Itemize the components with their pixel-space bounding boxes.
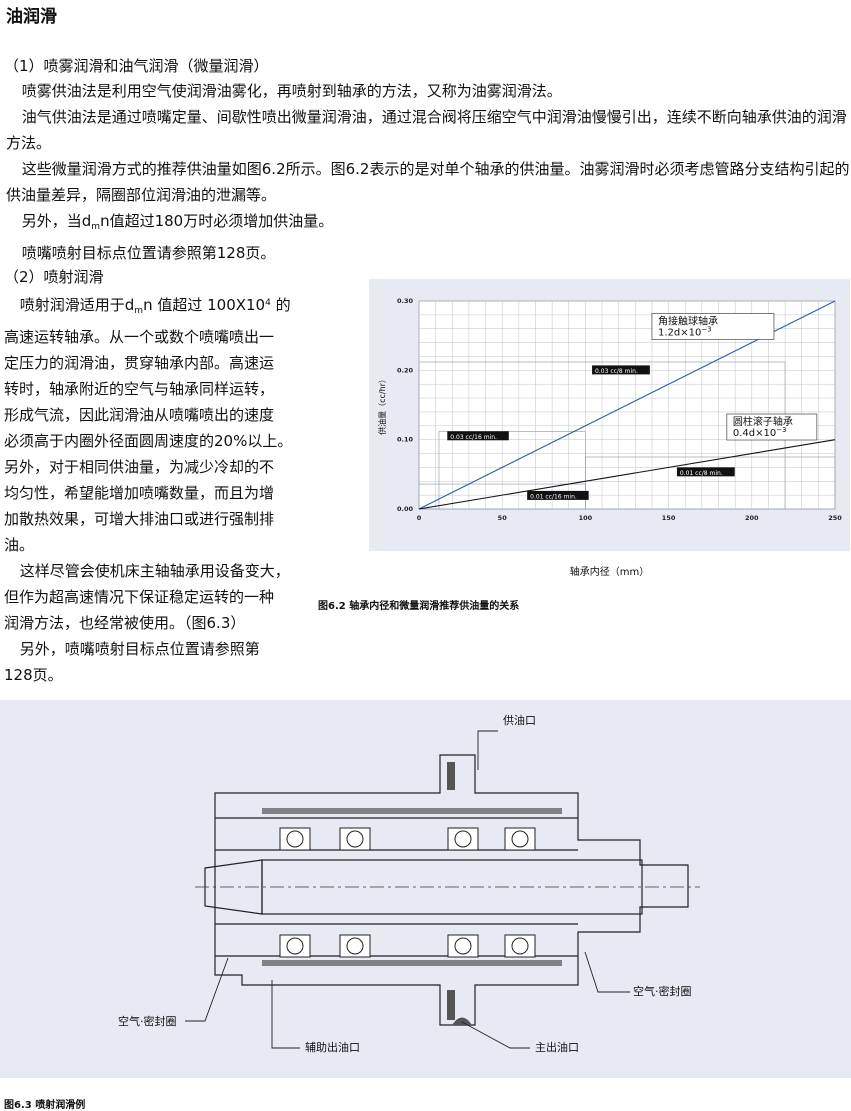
spindle-cross-section: 供油口 空气·密封圈 空气·密封圈 辅助出油口 主出油口 — [118, 713, 700, 1054]
series-name: 圆柱滚子轴承 — [733, 415, 793, 428]
section-2-line: 油。 — [4, 536, 35, 554]
main-outlet-leader — [461, 1021, 530, 1049]
annotation-label: 0.03 cc/8 min. — [595, 368, 638, 375]
oil-supply-chart: 0 50 100 150 200 250 0.00 0.10 0.20 0.30 供油量（cc/hr… — [377, 297, 842, 522]
bearing-ball — [511, 937, 529, 955]
section-2-line: 定压力的润滑油，贯穿轴承内部。高速运 — [4, 354, 275, 372]
supply-leader — [477, 730, 498, 770]
label-air-seal-right: 空气·密封圈 — [633, 984, 692, 998]
supply-pipe-hatch — [447, 762, 455, 790]
section-2-line: 转时，轴承附近的空气与轴承同样运转， — [4, 380, 275, 398]
section-2-line: 另外，喷嘴喷射目标点位置请参照第 — [19, 640, 260, 658]
series-line — [418, 439, 836, 510]
label-main-outlet: 主出油口 — [535, 1040, 579, 1054]
drain-pipe-hatch — [447, 990, 455, 1020]
section-2-line: 必须高于内圈外径面圆周速度的20%以上。 — [4, 432, 293, 450]
bearing-ball — [454, 830, 472, 848]
section-2-heading: （2）喷射润滑 — [4, 268, 104, 286]
figure-6-3-caption: 图6.3 喷射润滑例 — [4, 1100, 86, 1111]
section-1-paragraph-2: 油气供油法是通过喷嘴定量、间歇性喷出微量润滑油，通过混合阀将压缩空气中润滑油慢慢… — [6, 108, 847, 152]
annotation-label: 0.03 cc/16 min. — [450, 434, 497, 441]
bearing-ball — [346, 830, 364, 848]
series-formula: 0.4d×10−3 — [733, 426, 787, 439]
section-1-paragraph-1: 喷雾供油法是利用空气使润滑油雾化，再喷射到轴承的方法，又称为油雾润滑法。 — [21, 82, 562, 100]
main-outlet-hatch — [452, 1017, 472, 1025]
bearing-ball — [346, 937, 364, 955]
y-tick-label: 0.10 — [397, 436, 414, 444]
section-1: （1）喷雾润滑和油气润滑（微量润滑） 喷雾供油法是利用空气使润滑油雾化，再喷射到… — [4, 54, 851, 266]
chart-x-axis-label: 轴承内径（mm） — [569, 567, 650, 578]
y-tick-label: 0.00 — [397, 505, 414, 513]
annotation-box — [527, 490, 589, 500]
y-tick-label: 0.20 — [397, 366, 414, 374]
figure-6-2-caption: 图6.2 轴承内径和微量润滑推荐供油量的关系 — [318, 601, 520, 612]
x-tick-label: 100 — [579, 514, 593, 522]
section-1-paragraph-3: 这些微量润滑方式的推荐供油量如图6.2所示。图6.2表示的是对单个轴承的供油量。… — [6, 160, 850, 204]
chart-y-axis-label: 供油量（cc/hr） — [377, 375, 387, 435]
section-2: （2）喷射润滑 喷射润滑适用于dmn 值超过 100X104 的 高速运转轴承。… — [4, 264, 334, 688]
air-seal-right-leader — [584, 951, 630, 993]
annotation-box — [447, 431, 509, 441]
air-seal-left-leader — [185, 957, 229, 1022]
label-aux-outlet: 辅助出油口 — [305, 1040, 360, 1054]
bearing-ball — [286, 937, 304, 955]
x-tick-label: 250 — [828, 514, 842, 522]
section-2-line: 形成气流，因此润滑油从喷嘴喷出的速度 — [4, 406, 275, 424]
section-2-line: 这样尽管会使机床主轴轴承用设备变大， — [19, 562, 290, 580]
aux-outlet-leader — [271, 980, 300, 1049]
section-1-heading: （1）喷雾润滑和油气润滑（微量润滑） — [4, 57, 269, 75]
shaft-taper — [204, 859, 263, 915]
series-formula: 1.2d×10−3 — [658, 325, 712, 338]
section-2-line: 另外，对于相同供油量，为减少冷却的不 — [4, 458, 275, 476]
x-tick-label: 150 — [662, 514, 676, 522]
chart-panel: 0 50 100 150 200 250 0.00 0.10 0.20 0.30 供油量（cc/hr… — [369, 279, 850, 551]
section-2-line: 均匀性，希望能增加喷嘴数量，而且为增 — [4, 484, 275, 502]
series-name: 角接触球轴承 — [658, 314, 718, 327]
bearing-ball — [511, 830, 529, 848]
section-1-paragraph-4: 另外，当dmn值超过180万时必须增加供油量。 — [21, 212, 334, 232]
page-title: 油润滑 — [6, 7, 57, 27]
housing-hatch — [262, 960, 562, 966]
x-tick-label: 200 — [745, 514, 759, 522]
y-tick-label: 0.30 — [397, 297, 414, 305]
series-label-box — [726, 413, 818, 441]
label-air-seal-left: 空气·密封圈 — [118, 1014, 177, 1028]
section-2-line: 加散热效果，可增大排油口或进行强制排 — [4, 510, 275, 528]
annotation-label: 0.01 cc/8 min. — [680, 470, 723, 477]
x-tick-label: 50 — [498, 514, 508, 522]
bearing-ball — [286, 830, 304, 848]
section-2-paragraph-1: 喷射润滑适用于dmn 值超过 100X104 的 — [19, 296, 291, 316]
housing-hatch — [262, 808, 562, 814]
section-2-line: 128页。 — [4, 666, 63, 684]
series-label-box — [651, 313, 775, 340]
annotation-label: 0.01 cc/16 min. — [530, 493, 577, 500]
spindle-drawing-panel: 供油口 空气·密封圈 空气·密封圈 辅助出油口 主出油口 — [0, 700, 851, 1078]
housing-outline — [214, 754, 689, 1026]
bearing-ball — [454, 937, 472, 955]
annotation-box — [676, 467, 735, 477]
reference-box — [585, 456, 836, 510]
annotation-box — [592, 365, 650, 375]
section-2-line: 但作为超高速情况下保证稳定运转的一种 — [4, 588, 275, 606]
label-supply-port: 供油口 — [503, 713, 536, 727]
section-2-line: 高速运转轴承。从一个或数个喷嘴喷出一 — [4, 328, 275, 346]
section-1-paragraph-5: 喷嘴喷射目标点位置请参照第128页。 — [21, 244, 276, 262]
x-tick-label: 0 — [417, 514, 422, 522]
section-2-line: 润滑方法，也经常被使用。（图6.3） — [4, 614, 246, 632]
